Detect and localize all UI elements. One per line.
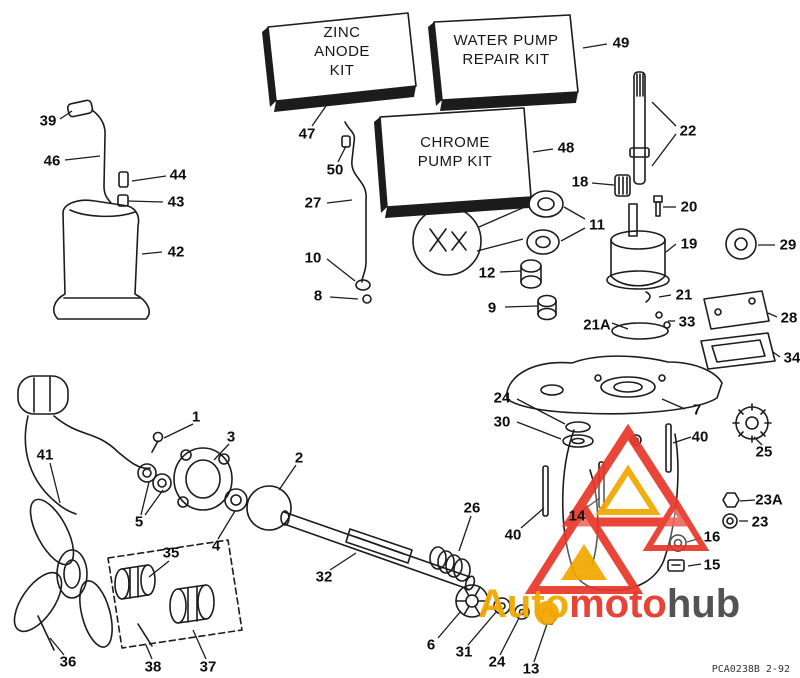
- part-number-label-14: 14: [568, 507, 586, 525]
- part-number-label-36: 36: [59, 653, 77, 671]
- part-number-label-2: 2: [294, 449, 304, 467]
- watermark-triangle-large: [570, 432, 686, 522]
- kit-label-zinc-anode: ZINC ANODE KIT: [314, 24, 370, 79]
- leader-lines: [50, 44, 780, 662]
- watermark-dot: [535, 601, 559, 625]
- part-number-label-20: 20: [680, 198, 698, 216]
- part-number-label-12: 12: [478, 264, 496, 282]
- part-number-label-38: 38: [144, 658, 162, 676]
- driveshaft-pump-parts: [607, 72, 775, 369]
- part-number-label-16: 16: [703, 528, 721, 546]
- part-number-label-48: 48: [557, 139, 575, 157]
- kit-label-water-pump-repair: WATER PUMP REPAIR KIT: [453, 32, 559, 68]
- watermark-word-hub: hub: [666, 582, 741, 626]
- part-number-label-39: 39: [39, 112, 57, 130]
- part-number-label-42: 42: [167, 243, 185, 261]
- part-number-label-23: 23: [751, 513, 769, 531]
- part-number-label-22: 22: [679, 122, 697, 140]
- part-number-label-49: 49: [612, 34, 630, 52]
- part-number-label-43: 43: [167, 193, 185, 211]
- part-number-label-26: 26: [463, 499, 481, 517]
- watermark-triangles: [532, 432, 704, 625]
- part-number-label-30: 30: [493, 413, 511, 431]
- part-number-label-7: 7: [692, 401, 702, 419]
- magnifier-detail: [413, 191, 563, 320]
- part-number-label-3: 3: [226, 428, 236, 446]
- part-number-label-47: 47: [298, 125, 316, 143]
- part-number-label-6: 6: [426, 636, 436, 654]
- part-number-label-24: 24: [493, 389, 511, 407]
- part-number-label-5: 5: [134, 513, 144, 531]
- kit-label-chrome-pump: CHROME PUMP KIT: [417, 134, 493, 170]
- part-number-label-40: 40: [504, 526, 522, 544]
- part-number-label-23A: 23A: [755, 491, 783, 509]
- watermark-triangle-inner: [601, 470, 655, 512]
- drawing-code: PCA0238B 2-92: [711, 664, 790, 675]
- part-number-label-13: 13: [522, 660, 540, 678]
- watermark-word-moto: moto: [569, 582, 667, 626]
- part-number-label-1: 1: [191, 408, 201, 426]
- part-number-label-40: 40: [691, 428, 709, 446]
- kit-boxes: [262, 13, 578, 218]
- part-number-label-9: 9: [487, 299, 497, 317]
- watermark-triangle-small: [648, 502, 704, 548]
- watermark-logo-text: Automotohub: [478, 584, 740, 624]
- part-number-label-15: 15: [703, 556, 721, 574]
- part-number-label-10: 10: [304, 249, 322, 267]
- part-number-label-28: 28: [780, 309, 798, 327]
- part-number-label-44: 44: [169, 166, 187, 184]
- part-number-label-37: 37: [199, 658, 217, 676]
- part-number-label-32: 32: [315, 568, 333, 586]
- watermark-triangle-yellow-fill: [561, 544, 607, 580]
- part-number-label-21A: 21A: [583, 316, 611, 334]
- part-number-label-50: 50: [326, 161, 344, 179]
- prop-shaft-parts: [138, 433, 556, 625]
- part-number-label-24: 24: [488, 653, 506, 671]
- part-number-label-33: 33: [678, 313, 696, 331]
- part-number-label-34: 34: [783, 349, 800, 367]
- part-number-label-46: 46: [43, 152, 61, 170]
- part-number-label-4: 4: [211, 537, 221, 555]
- part-number-label-11: 11: [589, 216, 605, 234]
- part-number-label-19: 19: [680, 235, 698, 253]
- part-number-label-18: 18: [571, 173, 589, 191]
- part-number-label-25: 25: [755, 443, 773, 461]
- part-number-label-21: 21: [675, 286, 693, 304]
- hose-parts: [342, 122, 371, 303]
- anode-and-housing-parts: [54, 100, 149, 319]
- part-number-label-41: 41: [36, 446, 54, 464]
- watermark-word-auto: Auto: [478, 582, 570, 626]
- part-number-label-8: 8: [313, 287, 323, 305]
- shift-clip-symbol: [18, 376, 150, 514]
- part-number-label-27: 27: [304, 194, 322, 212]
- propeller-parts: [5, 493, 242, 650]
- part-number-label-35: 35: [162, 544, 180, 562]
- part-number-label-29: 29: [779, 236, 797, 254]
- part-number-label-31: 31: [455, 643, 473, 661]
